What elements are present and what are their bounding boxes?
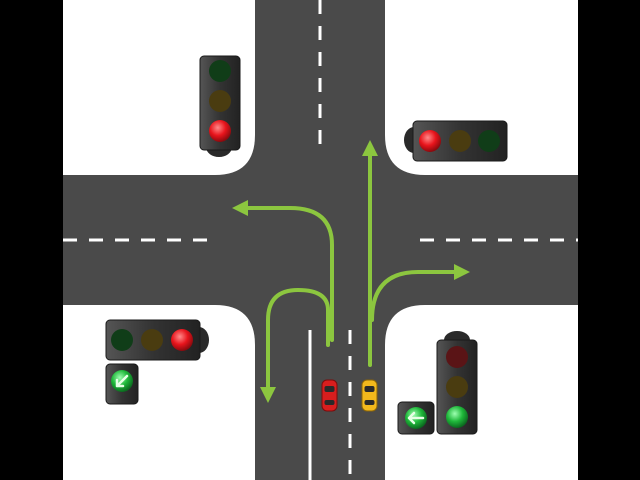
red-lamp xyxy=(209,120,231,142)
traffic-light-bottom-left xyxy=(105,319,209,405)
traffic-light-top-left xyxy=(199,55,241,157)
green-lamp xyxy=(209,60,231,82)
arrow-down-left-icon xyxy=(115,374,129,388)
amber-lamp xyxy=(446,376,468,398)
green-lamp xyxy=(111,329,133,351)
traffic-light-bottom-right xyxy=(397,331,478,435)
red-lamp xyxy=(446,346,468,368)
amber-lamp xyxy=(209,90,231,112)
corner-bottom-right xyxy=(385,305,425,345)
amber-lamp xyxy=(449,130,471,152)
arrow-left-turn xyxy=(232,200,334,342)
arrow-right-turn xyxy=(370,264,470,322)
red-lamp xyxy=(419,130,441,152)
arrow-u-turn xyxy=(260,287,330,403)
yellow-car xyxy=(361,379,378,412)
red-lamp xyxy=(171,329,193,351)
corner-top-left xyxy=(215,135,255,175)
maneuver-arrows xyxy=(232,140,470,403)
amber-lamp xyxy=(141,329,163,351)
lane-markings xyxy=(63,0,578,480)
red-car xyxy=(321,379,338,412)
green-lamp xyxy=(446,406,468,428)
arrow-left-icon xyxy=(407,411,425,425)
corner-bottom-left xyxy=(215,305,255,345)
green-lamp xyxy=(478,130,500,152)
traffic-light-top-right xyxy=(404,120,508,162)
corner-top-right xyxy=(385,135,425,175)
